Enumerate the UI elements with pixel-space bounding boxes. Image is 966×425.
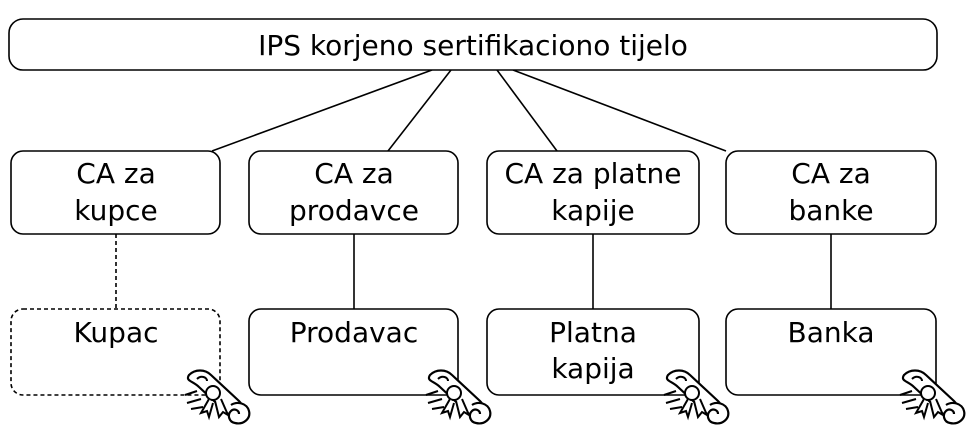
entity-label-line1: Banka [788, 316, 875, 349]
ca-box-banke: CA za banke [725, 150, 937, 235]
entity-label-line2: kapija [551, 352, 634, 385]
ca-box-label-line1: CA za [314, 157, 393, 190]
ca-box-label-line2: kupce [74, 194, 158, 227]
root-ca-box: IPS korjeno sertifikaciono tijelo [8, 18, 938, 71]
ca-box-label-line2: banke [788, 194, 873, 227]
root-ca-label: IPS korjeno sertifikaciono tijelo [258, 29, 688, 62]
ca-box-label-line1: CA za [791, 157, 870, 190]
root-connectors [211, 69, 727, 152]
entity-box-platna-kapija: Platna kapija [486, 308, 730, 425]
ca-box-prodavci: CA za prodavce [248, 150, 459, 235]
entity-label-line1: Prodavac [290, 316, 418, 349]
entity-label-line1: Kupac [73, 316, 158, 349]
connector-root-ca-4 [512, 69, 727, 152]
ca-box-platne-kapije: CA za platne kapije [486, 150, 700, 235]
ca-box-label-line2: prodavce [289, 194, 419, 227]
entity-box-kupac: Kupac [10, 308, 251, 425]
connector-root-ca-1 [211, 69, 433, 152]
ca-box-kupci: CA za kupce [10, 150, 221, 235]
entity-box-prodavac: Prodavac [248, 308, 492, 425]
entity-label-line1: Platna [549, 316, 637, 349]
connector-root-ca-3 [496, 69, 558, 152]
ca-box-label-line1: CA za platne [504, 157, 681, 190]
entity-box-banka: Banka [725, 308, 966, 425]
connector-root-ca-2 [387, 69, 452, 152]
ca-box-label-line1: CA za [76, 157, 155, 190]
ca-box-label-line2: kapije [551, 194, 634, 227]
ca-entity-connectors [115, 234, 832, 309]
